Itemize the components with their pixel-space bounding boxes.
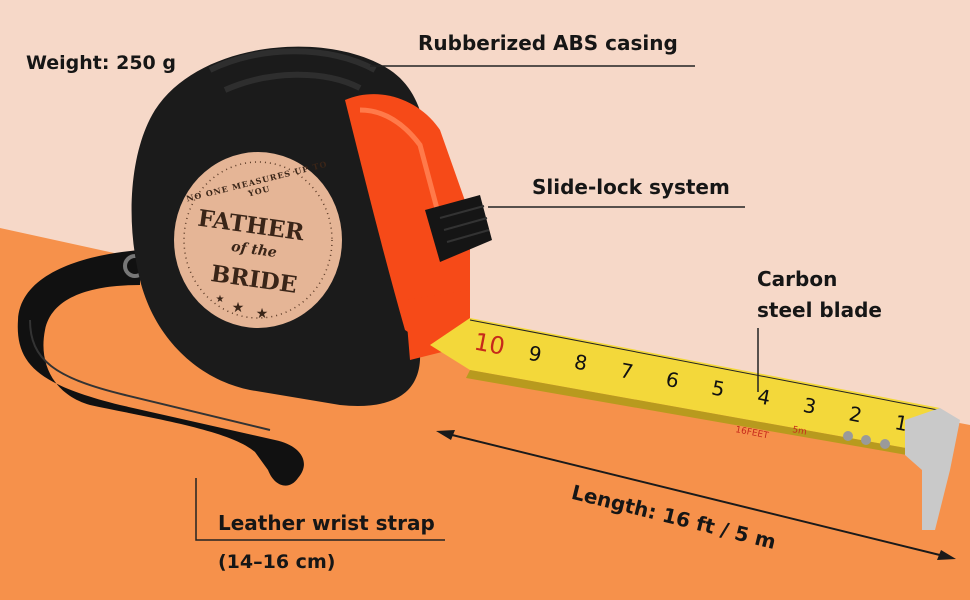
blade-number: 9 — [527, 341, 544, 367]
casing-label: Rubberized ABS casing — [418, 31, 678, 55]
blade-number: 8 — [572, 349, 589, 375]
badge-plate — [174, 152, 342, 328]
blade-number: 6 — [664, 367, 681, 393]
slide-lock-ridge — [446, 229, 490, 243]
blade-number: 2 — [847, 401, 864, 427]
blade-meter-mark: 5m — [791, 425, 807, 438]
blade-number: 3 — [801, 393, 818, 419]
length-arrow — [439, 431, 953, 559]
blade-number: 10 — [472, 327, 507, 360]
blade-tick-band — [469, 319, 939, 411]
casing-groove — [208, 48, 377, 73]
blade-number: 1 — [893, 410, 910, 436]
blade-end-hook — [905, 408, 960, 530]
casing-orange-highlight — [359, 107, 443, 221]
casing-groove — [223, 71, 362, 93]
casing-orange-side — [345, 94, 470, 341]
hook-rivet — [861, 435, 871, 445]
slide-lock-ridge — [439, 205, 485, 219]
hook-rivet — [843, 431, 853, 441]
badge-star: ★ — [232, 299, 245, 315]
badge-ring — [183, 161, 333, 319]
blade-label: Carbon steel blade — [757, 264, 882, 326]
tape-blade — [430, 318, 940, 452]
slide-lock-ridge — [443, 217, 488, 231]
strap-highlight — [29, 319, 271, 431]
blade-number: 5 — [710, 375, 727, 401]
blade-number: 4 — [755, 384, 772, 410]
weight-label: Weight: 250 g — [26, 52, 176, 74]
length-arrow-head-left — [436, 430, 455, 440]
tape-blade-shadow — [466, 370, 928, 458]
blade-number: 7 — [618, 358, 635, 384]
blade-label-line1: Carbon — [757, 267, 838, 291]
strap-label: Leather wrist strap — [218, 511, 435, 535]
slide-lock — [425, 195, 492, 262]
blade-label-line2: steel blade — [757, 298, 882, 322]
hook-rivet — [880, 439, 890, 449]
length-arrow-head-right — [937, 550, 956, 560]
badge-star: ★ — [216, 294, 225, 305]
wrist-strap — [17, 250, 304, 486]
badge-star: ★ — [256, 305, 269, 321]
slide-lock-label: Slide-lock system — [532, 175, 730, 199]
strap-leader-line — [195, 478, 445, 541]
strap-size-label: (14–16 cm) — [218, 551, 336, 573]
